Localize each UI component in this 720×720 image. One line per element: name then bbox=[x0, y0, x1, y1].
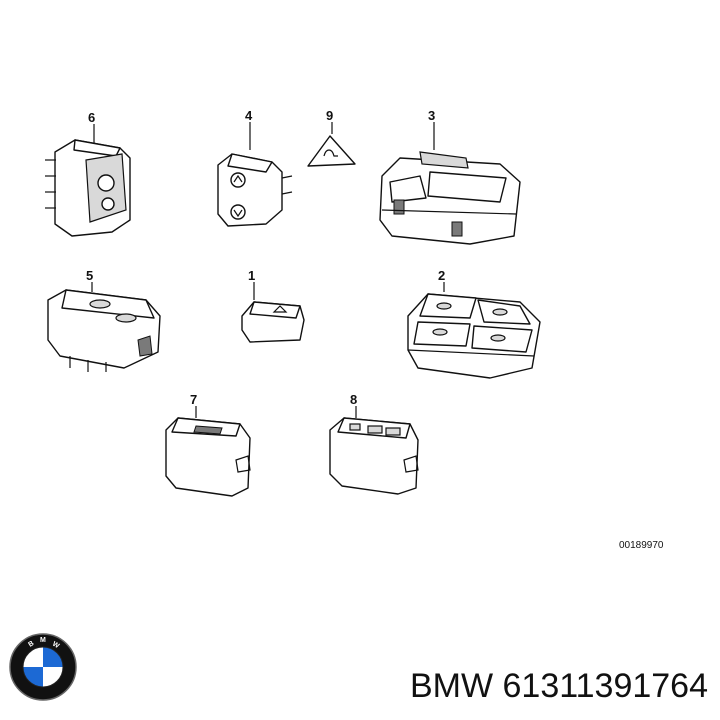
drawing-number: 00189970 bbox=[619, 540, 664, 551]
callout-7: 7 bbox=[190, 392, 197, 407]
part-6-rocker-switch: 6 bbox=[45, 110, 131, 237]
bmw-logo: B M W bbox=[9, 633, 77, 701]
part-3-switch-block: 3 bbox=[379, 108, 521, 245]
callout-2: 2 bbox=[438, 268, 445, 283]
part-7-single-switch: 7 bbox=[165, 392, 251, 497]
svg-text:B: B bbox=[27, 640, 35, 649]
callout-5: 5 bbox=[86, 268, 93, 283]
part-4-window-switch: 4 bbox=[217, 108, 293, 227]
callout-8: 8 bbox=[350, 392, 357, 407]
part-8-dual-switch: 8 bbox=[329, 392, 419, 495]
part-2-window-switch-block: 2 bbox=[407, 268, 541, 379]
callout-9: 9 bbox=[326, 108, 333, 123]
callout-6: 6 bbox=[88, 110, 95, 125]
part-1-hazard-switch: 1 bbox=[241, 268, 305, 343]
callout-3: 3 bbox=[428, 108, 435, 123]
callout-4: 4 bbox=[245, 108, 253, 123]
part-number-label: BMW 61311391764 bbox=[409, 667, 708, 705]
part-5-multi-switch: 5 bbox=[47, 268, 161, 372]
svg-text:M: M bbox=[40, 637, 46, 644]
callout-1: 1 bbox=[248, 268, 255, 283]
part-9-symbol-triangle: 9 bbox=[307, 108, 356, 167]
svg-text:W: W bbox=[51, 641, 61, 651]
